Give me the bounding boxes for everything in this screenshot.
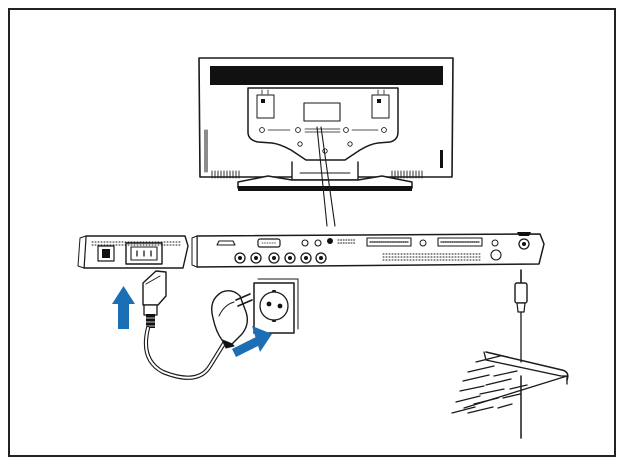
power-switch-icon — [97, 245, 115, 262]
power-plug-icon — [142, 270, 167, 328]
power-socket-icon — [125, 242, 163, 265]
mount-holes — [259, 127, 387, 154]
insert-arrow-up — [112, 286, 135, 329]
bottom-vents — [211, 170, 423, 179]
tv-rear — [198, 57, 454, 191]
wall-socket-icon — [253, 278, 299, 334]
connector-panel — [191, 232, 545, 268]
antenna-cable — [514, 269, 528, 363]
vga-port-icon — [257, 238, 281, 248]
hdmi-port-icon — [216, 240, 236, 246]
scart-port-icon-2 — [437, 237, 483, 247]
right-vents — [440, 150, 443, 168]
antenna-icon — [451, 351, 569, 439]
left-vents — [204, 129, 208, 173]
rca-jacks — [234, 252, 327, 264]
schuko-plug-icon — [210, 289, 253, 349]
scart-port-icon — [366, 237, 412, 247]
power-panel — [77, 235, 189, 269]
pointer-lines — [316, 126, 336, 227]
antenna-jack-icon — [518, 238, 530, 250]
plug-in-arrow — [232, 326, 272, 357]
